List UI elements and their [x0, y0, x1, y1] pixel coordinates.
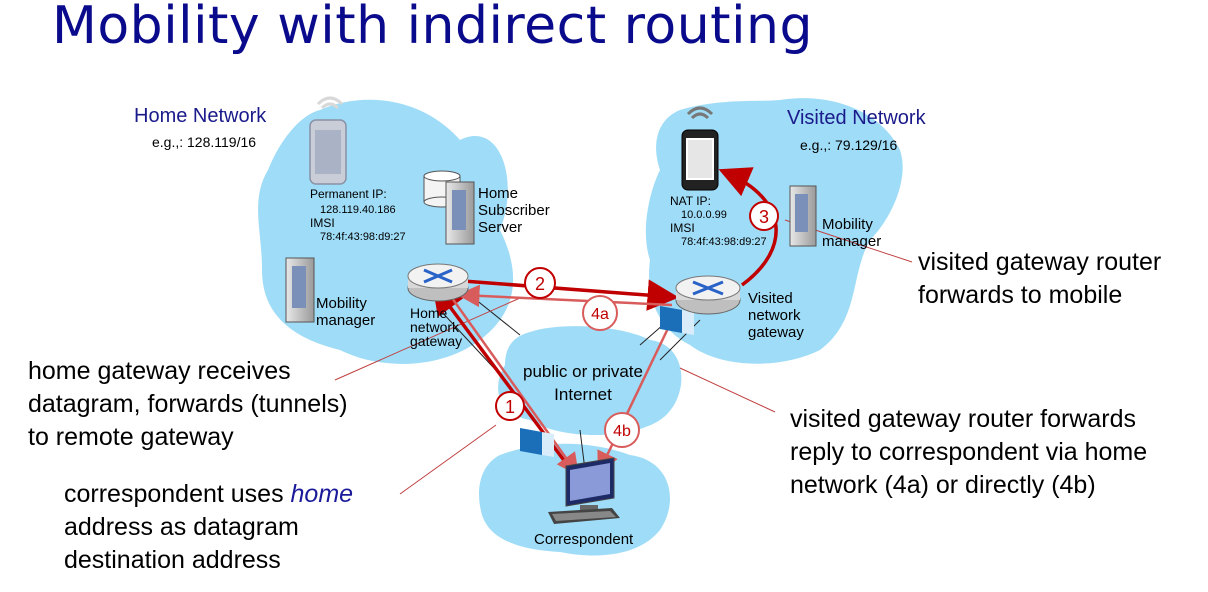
hss-server-icon — [445, 181, 475, 245]
callout-correspondent: correspondent uses home address as datag… — [64, 480, 354, 574]
svg-text:4b: 4b — [613, 423, 631, 440]
visited-network-prefix: e.g.,: 79.129/16 — [800, 137, 898, 153]
home-gateway-router-icon — [407, 263, 469, 302]
correspondent-computer-icon — [548, 457, 620, 524]
arrow-4a-down — [450, 297, 579, 477]
arrow-step4b — [597, 319, 674, 475]
visited-mobility-manager-icon — [789, 185, 817, 247]
home-mobility-manager-icon — [285, 257, 315, 323]
permanent-ip-label: Permanent IP: — [310, 187, 387, 201]
visited-network-title: Visited Network — [787, 107, 926, 129]
home-imsi-label: IMSI — [310, 216, 335, 230]
slide-title: Mobility with indirect routing — [52, 0, 813, 56]
svg-text:2: 2 — [535, 274, 545, 294]
visited-gateway-router-icon — [675, 275, 741, 315]
home-wifi-icon — [316, 96, 344, 110]
step-badge-4a: 4a — [582, 295, 618, 331]
visited-wifi-icon — [686, 106, 714, 120]
arrow-step1 — [431, 282, 582, 484]
step-badge-2: 2 — [524, 267, 556, 299]
home-network-title: Home Network — [134, 105, 267, 127]
arrow-step2 — [449, 278, 679, 311]
datagram-packet-visited — [660, 306, 694, 335]
home-mobile-phone-icon — [309, 119, 347, 185]
datagram-packet-home — [520, 428, 554, 457]
permanent-ip-value: 128.119.40.186 — [320, 204, 396, 216]
svg-text:4a: 4a — [591, 306, 609, 323]
home-imsi-value: 78:4f:43:98:d9:27 — [320, 231, 406, 243]
svg-text:1: 1 — [505, 397, 515, 417]
correspondent-label: Correspondent — [534, 531, 634, 548]
nat-ip-label: NAT IP: — [670, 194, 711, 208]
arrow-step3 — [718, 167, 778, 287]
visited-imsi-value: 78:4f:43:98:d9:27 — [681, 236, 767, 248]
nat-ip-value: 10.0.0.99 — [681, 209, 727, 221]
home-network-prefix: e.g.,: 128.119/16 — [152, 134, 257, 150]
visited-imsi-label: IMSI — [670, 221, 695, 235]
step-badge-1: 1 — [495, 391, 525, 421]
internet-cloud — [498, 326, 682, 435]
step-badge-4b: 4b — [604, 412, 640, 448]
arrow-step4a — [457, 284, 673, 308]
visited-mobile-phone-icon — [681, 129, 719, 191]
step-badge-3: 3 — [749, 201, 779, 231]
svg-text:3: 3 — [759, 207, 769, 227]
